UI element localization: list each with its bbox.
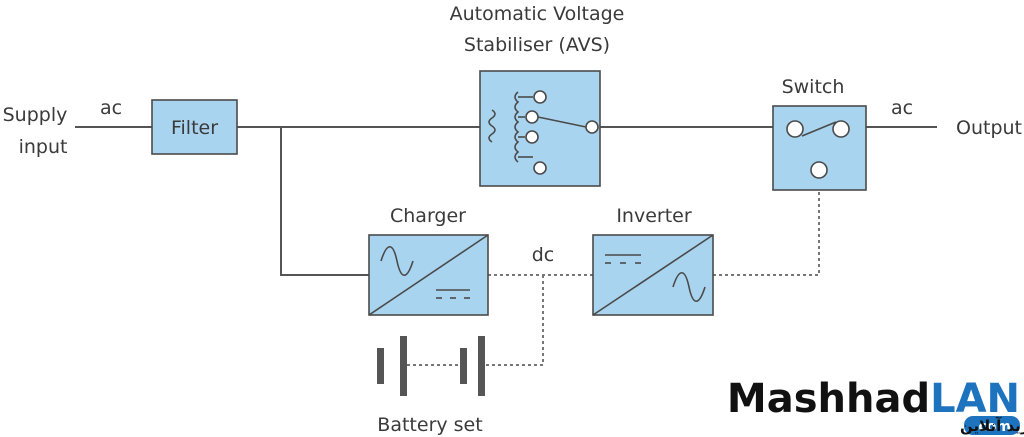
avs-title-line-2: Stabiliser (AVS) <box>464 34 610 56</box>
dc-bus-to-battery <box>485 275 544 366</box>
battery-cell-2-short-plate <box>460 348 467 384</box>
charger-block <box>368 234 489 316</box>
avs-wiper-arm <box>537 116 587 128</box>
watermark-brand-dark: Mashhad <box>727 376 930 422</box>
charger-diagonal <box>368 234 489 316</box>
inverter-ac-wave-icon <box>672 271 706 303</box>
watermark-brand-blue: LAN <box>930 376 1020 422</box>
watermark-domain-pill <box>964 416 1020 435</box>
switch-title: Switch <box>782 76 845 98</box>
inverter-block <box>592 234 714 316</box>
watermark-tagline: بررسی، انتخاب و خرید آنلاین <box>960 417 1024 435</box>
charger-ac-wave-icon <box>380 245 414 277</box>
battery-cell-1-short-plate <box>377 348 384 384</box>
avs-tap-contact-2 <box>525 110 539 124</box>
dc-wiring <box>407 180 820 366</box>
switch-blade <box>801 121 837 137</box>
supply-label-line-1: Supply <box>3 104 68 126</box>
mashhadlan-watermark: MashhadLAN .com بررسی، انتخاب و خرید آنل… <box>727 376 1024 435</box>
switch-contact-bottom <box>810 161 828 179</box>
inverter-title: Inverter <box>616 205 692 227</box>
battery-cell-2-long-plate <box>478 336 485 396</box>
avs-title-line-1: Automatic Voltage <box>450 3 625 25</box>
switch-block <box>772 105 867 191</box>
avs-block <box>479 70 601 187</box>
supply-label-line-2: input <box>19 136 68 158</box>
avs-winding-icon <box>514 91 520 163</box>
inverter-diagonal <box>592 234 714 316</box>
battery-cell-1-long-plate <box>400 336 407 396</box>
watermark-domain: .com <box>973 419 1011 435</box>
battery-label: Battery set <box>377 414 482 436</box>
dc-label: dc <box>532 244 555 266</box>
filter-label: Filter <box>171 117 218 139</box>
watermark-brand: MashhadLAN <box>727 376 1020 422</box>
charger-title: Charger <box>390 205 466 227</box>
inverter-to-switch <box>713 180 820 276</box>
battery-block <box>377 336 485 396</box>
ac-input-label: ac <box>100 97 122 119</box>
avs-tap-contact-4 <box>533 161 547 175</box>
output-label: Output <box>956 117 1022 139</box>
wire-branch-to-charger <box>280 127 369 276</box>
avs-tap-contact-1 <box>533 90 547 104</box>
switch-contact-right <box>832 120 850 138</box>
switch-contact-left <box>786 120 804 138</box>
filter-box <box>151 99 238 155</box>
avs-output-contact <box>585 120 599 134</box>
ac-wiring <box>75 126 937 276</box>
avs-tap-contact-3 <box>525 130 539 144</box>
ac-output-label: ac <box>891 97 913 119</box>
filter-block: Filter <box>151 99 238 155</box>
avs-coil-icon <box>488 109 496 143</box>
